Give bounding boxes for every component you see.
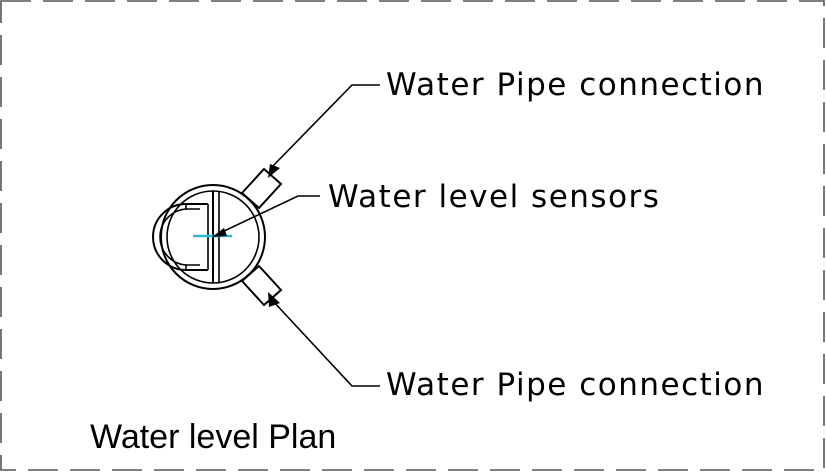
pipe-stub-top [240,167,283,210]
callout-sensors: Water level sensors [328,179,660,215]
tank-outer-wall [160,184,266,290]
left-chamber-inner [159,208,200,266]
leader-sensors [212,195,320,237]
pipe-stub-bottom [240,264,283,307]
leader-top [268,84,380,178]
callout-pipe-bottom: Water Pipe connection [386,367,765,403]
leader-line-bottom [271,299,380,387]
left-chamber [152,203,208,271]
arrowhead-top [268,164,280,178]
drawing-title: Water level Plan [90,418,336,456]
arrowhead-bottom [268,292,280,307]
arrowhead-sensors [212,228,227,237]
pipe-connection-top [240,167,283,210]
leader-bottom [268,292,380,387]
pipe-connection-bottom [240,264,283,307]
callout-pipe-top: Water Pipe connection [386,67,765,103]
leader-line-top [269,84,380,170]
leader-line-sensors [219,195,320,234]
tank-symbol [152,184,266,290]
